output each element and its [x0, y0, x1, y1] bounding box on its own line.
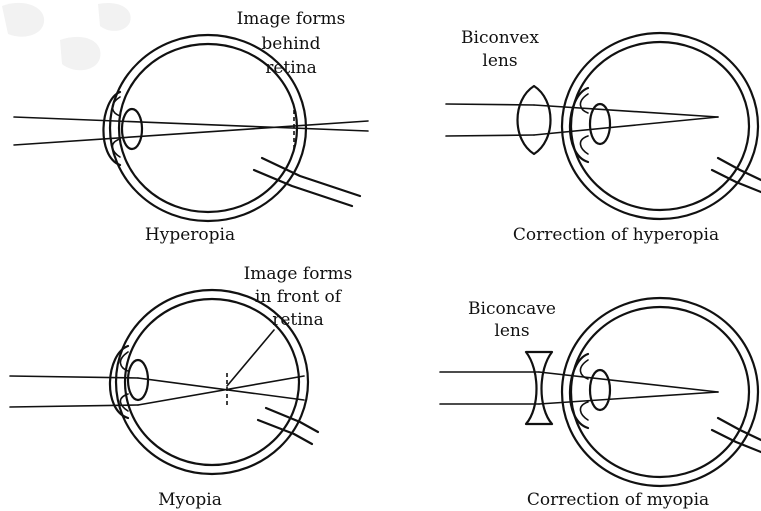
- light-ray: [539, 372, 718, 392]
- myopia-note-line3: retina: [272, 310, 324, 330]
- light-ray: [446, 104, 534, 105]
- hyperopia-note-line3: retina: [265, 58, 317, 78]
- light-ray: [539, 392, 718, 404]
- myopia-correction-caption: Correction of myopia: [527, 490, 709, 510]
- light-ray: [446, 135, 534, 136]
- watermark: [2, 3, 131, 70]
- biconvex-label-line2: lens: [482, 51, 517, 71]
- biconvex-label-line1: Biconvex: [461, 28, 539, 48]
- myopia-caption: Myopia: [158, 490, 222, 510]
- myopia-correction-panel: Biconcave lens Correction of myopia: [440, 298, 761, 510]
- hyperopia-correction-caption: Correction of hyperopia: [513, 225, 719, 245]
- hyperopia-note-line2: behind: [261, 34, 320, 54]
- biconcave-label-line1: Biconcave: [468, 299, 556, 319]
- biconcave-lens: [526, 352, 552, 424]
- myopia-panel: Image forms in front of retina Myopia: [10, 264, 352, 510]
- hyperopia-correction-panel: Biconvex lens Correction of hyperopia: [446, 28, 761, 245]
- eye-ball: [562, 298, 761, 486]
- pointer-line: [227, 330, 274, 386]
- myopia-note-line1: Image forms: [244, 264, 353, 284]
- biconcave-label-line2: lens: [494, 321, 529, 341]
- eye-ball: [562, 33, 761, 219]
- light-ray: [10, 376, 138, 378]
- hyperopia-note-line1: Image forms: [237, 9, 346, 29]
- biconvex-lens: [518, 86, 551, 154]
- light-ray: [138, 378, 304, 400]
- eye-ball: [103, 35, 360, 221]
- light-ray: [138, 376, 304, 405]
- hyperopia-caption: Hyperopia: [145, 225, 235, 245]
- myopia-note-line2: in front of: [255, 287, 343, 307]
